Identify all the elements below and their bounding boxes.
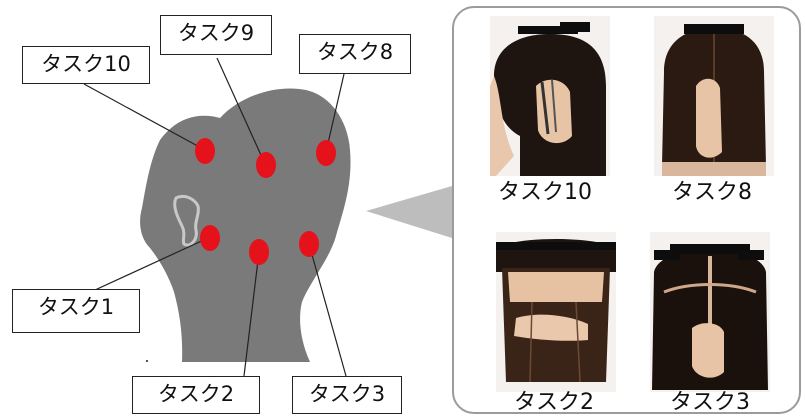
label-task10: タスク10: [22, 46, 150, 84]
label-task1: タスク1: [12, 289, 140, 333]
caption-task3: タスク3: [670, 392, 750, 414]
photo-task2: [496, 232, 616, 392]
caption-task8: タスク8: [672, 182, 752, 204]
label-task8: タスク8: [299, 34, 411, 74]
caption-task10: タスク10: [498, 182, 592, 204]
photo-task10: [490, 16, 610, 176]
photo-task3: [650, 232, 770, 392]
head-silhouette: [140, 88, 350, 362]
dot-mark: [146, 360, 148, 362]
marker-task9: [256, 152, 276, 178]
label-task9: タスク9: [160, 15, 272, 55]
marker-task1: [200, 225, 220, 251]
leader-line-task3: [309, 244, 346, 376]
marker-task3: [299, 231, 319, 257]
label-task2: タスク2: [132, 376, 260, 414]
photo-task8: [654, 16, 774, 176]
label-task3: タスク3: [292, 376, 402, 414]
marker-task2: [249, 239, 269, 265]
caption-task2: タスク2: [514, 392, 594, 414]
pointer-triangle: [366, 186, 452, 238]
marker-task10: [195, 138, 215, 164]
marker-task8: [316, 140, 336, 166]
photo-panel: タスク10 タスク8 タスク2: [452, 6, 801, 414]
leader-line-task10: [84, 84, 205, 150]
